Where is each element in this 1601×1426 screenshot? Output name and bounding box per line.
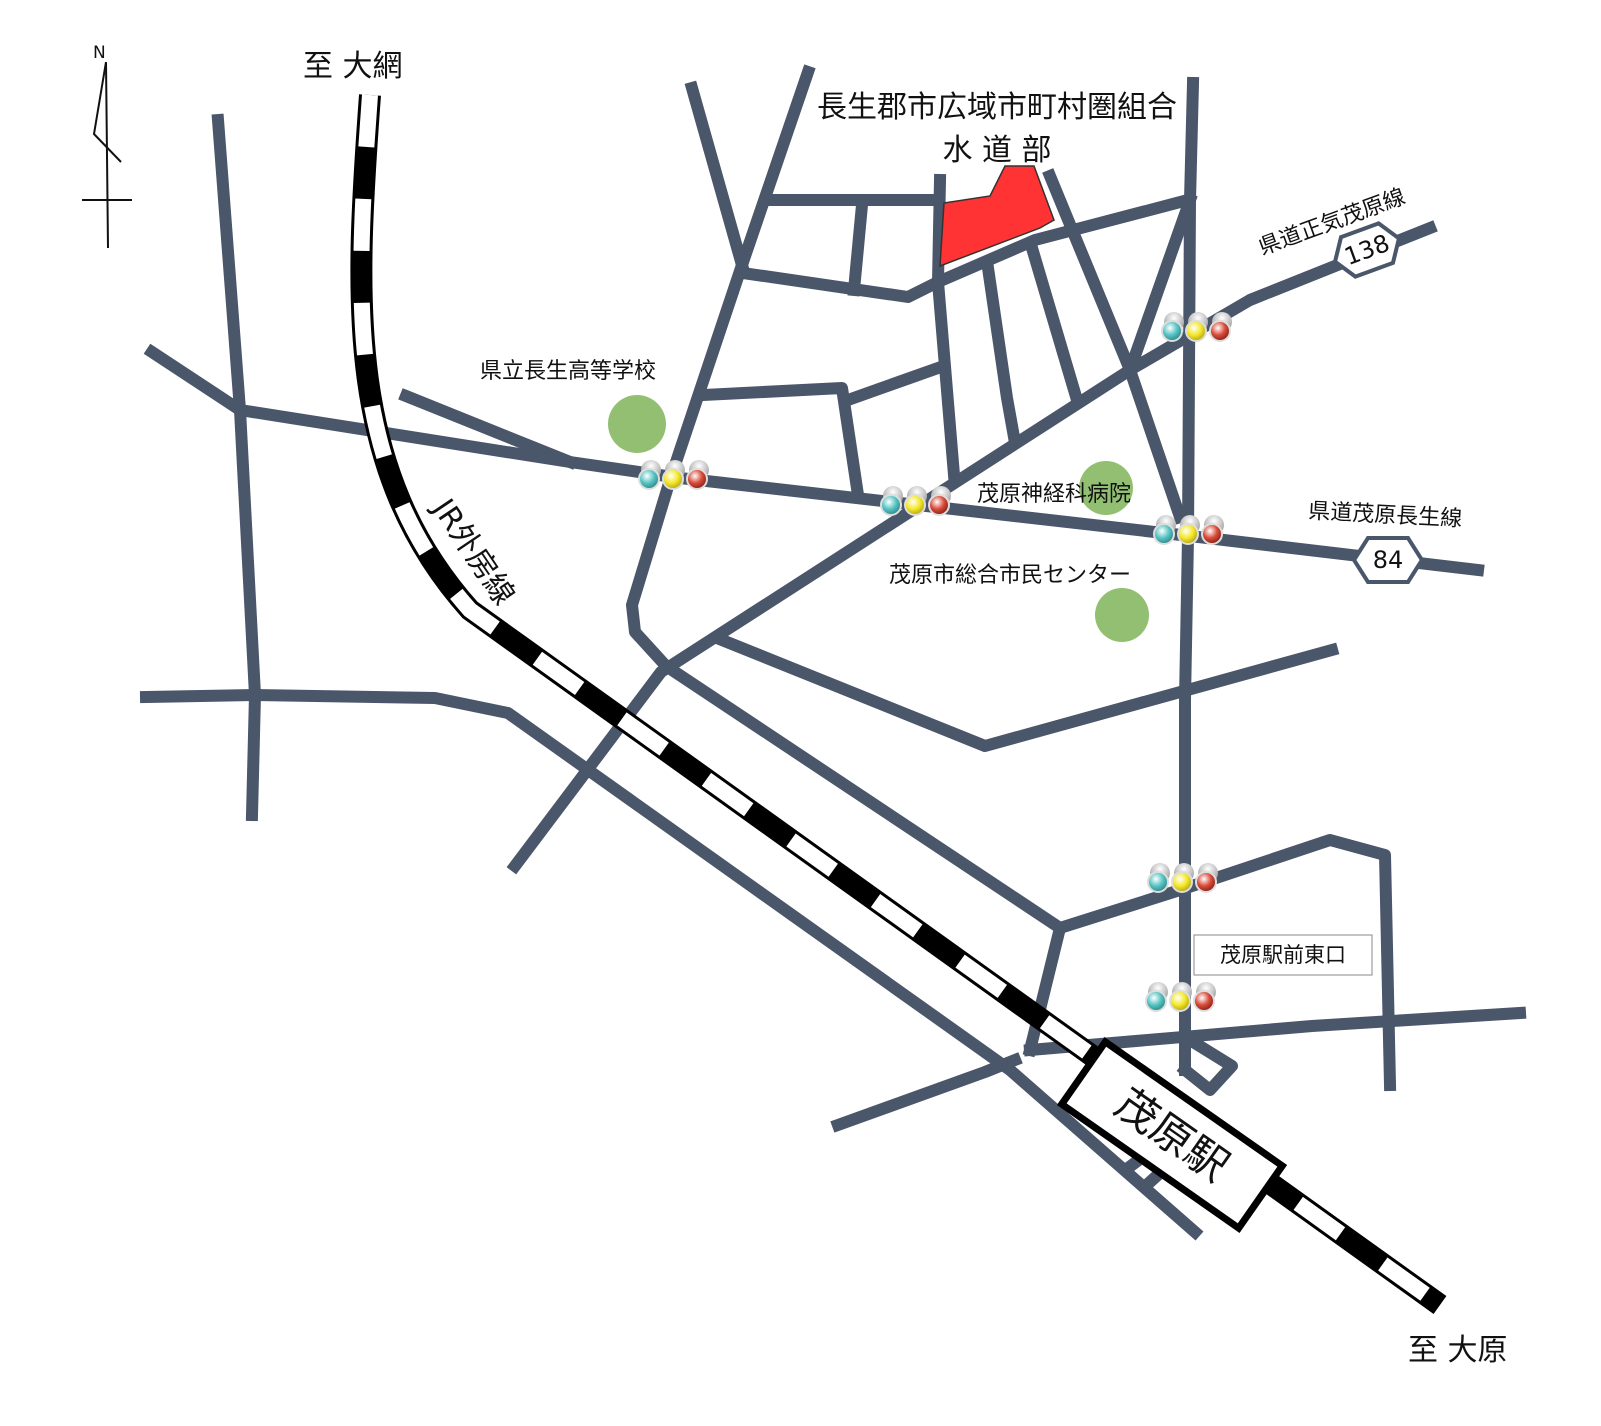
north-arrow-icon <box>82 61 132 249</box>
office-name-line2: 水 道 部 <box>942 133 1051 168</box>
station-box[interactable]: 茂原駅 <box>1056 1037 1288 1233</box>
traffic-signal-icon <box>1153 514 1225 545</box>
traffic-signal-icon <box>1145 981 1217 1012</box>
road-network <box>139 64 1527 1241</box>
office-name: 長生郡市広域市町村圏組合 <box>817 90 1177 125</box>
landmark-dot-icon[interactable] <box>1095 588 1149 642</box>
destination-north: 至 大網 <box>303 49 403 84</box>
compass-north-label: N <box>93 43 106 63</box>
landmark-dot-icon[interactable] <box>1079 461 1133 515</box>
landmark-dot-icon[interactable] <box>608 395 666 453</box>
traffic-signal-icon <box>638 459 710 490</box>
school-label: 県立長生高等学校 <box>480 359 656 384</box>
traffic-signal-icon <box>1147 862 1219 893</box>
east-exit-box <box>1193 934 1373 976</box>
route-84-number: 84 <box>1373 546 1404 574</box>
destination-south: 至 大原 <box>1408 1333 1508 1368</box>
center-label: 茂原市総合市民センター <box>889 563 1131 588</box>
route-84-name: 県道茂原長生線 <box>1308 499 1463 532</box>
route-84-shield: 84 <box>1351 536 1425 584</box>
east-exit-label: 茂原駅前東口 <box>1220 943 1346 967</box>
traffic-signal-icon <box>880 485 952 516</box>
hospital-label: 茂原神経科病院 <box>977 482 1131 507</box>
route-138-shield: 138 <box>1332 221 1402 279</box>
office-marker[interactable] <box>939 165 1055 268</box>
railway-line <box>350 94 1447 1314</box>
traffic-signal-icon <box>1161 311 1233 342</box>
